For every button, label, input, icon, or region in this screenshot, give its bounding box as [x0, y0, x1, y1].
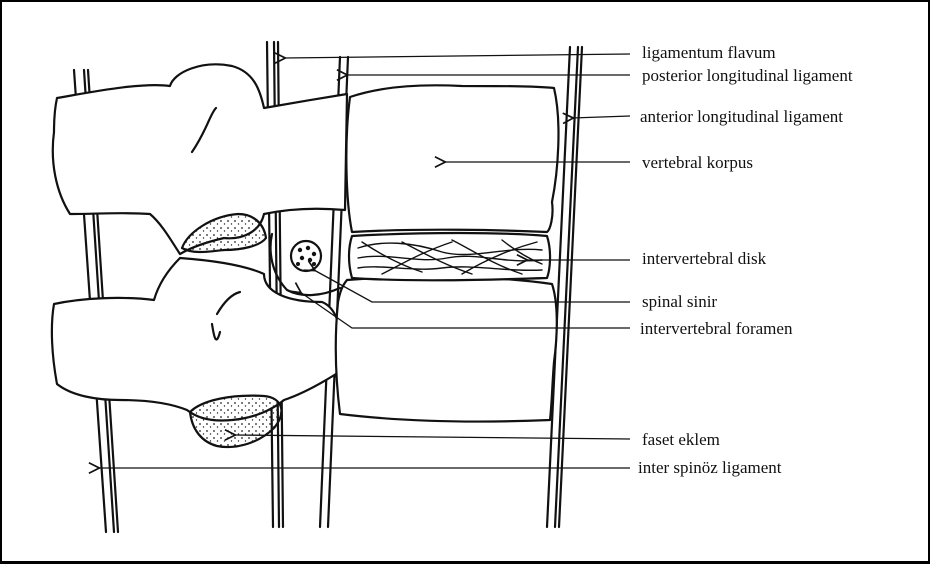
faset-eklem-joint [190, 396, 281, 447]
lower-posterior-arch [52, 258, 341, 421]
lower-vertebral-body [336, 277, 557, 422]
label-inter-spinoz-ligament: inter spinöz ligament [638, 458, 782, 477]
label-spinal-sinir: spinal sinir [642, 292, 717, 311]
label-anterior-longitudinal-ligament: anterior longitudinal ligament [640, 107, 843, 126]
leader-anterior-ligament [572, 116, 630, 118]
label-vertebral-korpus: vertebral korpus [642, 153, 753, 172]
label-faset-eklem: faset eklem [642, 430, 720, 449]
spinal-nerve-circle [291, 241, 321, 271]
label-intervertebral-foramen: intervertebral foramen [640, 319, 793, 338]
label-posterior-longitudinal-ligament: posterior longitudinal ligament [642, 66, 853, 85]
leader-faset-eklem [234, 435, 630, 439]
upper-posterior-arch [53, 64, 347, 254]
label-intervertebral-disk: intervertebral disk [642, 249, 767, 268]
label-ligamentum-flavum: ligamentum flavum [642, 43, 776, 62]
upper-vertebral-body [346, 85, 558, 232]
